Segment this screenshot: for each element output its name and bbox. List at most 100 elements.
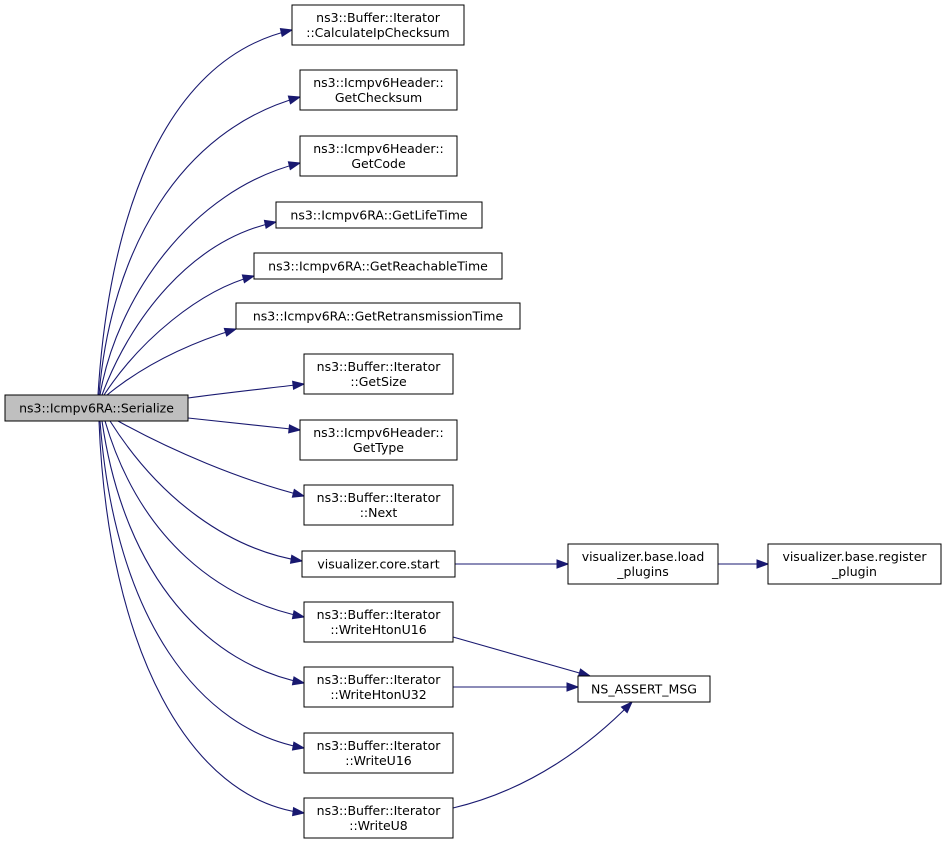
- node-label-line: ::GetSize: [350, 374, 407, 389]
- node-box: [235, 302, 521, 330]
- node-get-code[interactable]: ns3::Icmpv6Header::GetCode: [299, 135, 458, 177]
- node-get-life-time[interactable]: ns3::Icmpv6RA::GetLifeTime: [275, 201, 483, 229]
- arrow-head: [223, 327, 238, 337]
- node-write-u16[interactable]: ns3::Buffer::Iterator::WriteU16: [303, 732, 454, 774]
- edge-line: [109, 420, 303, 562]
- arrow-head: [292, 380, 306, 391]
- node-get-size[interactable]: ns3::Buffer::Iterator::GetSize: [303, 353, 454, 395]
- edge-serialize-to-get_checksum: [98, 95, 302, 396]
- node-label-line: ns3::Buffer::Iterator: [317, 672, 442, 687]
- node-get-type[interactable]: ns3::Icmpv6Header::GetType: [299, 419, 458, 461]
- arrow-head: [756, 559, 770, 569]
- node-box: [303, 732, 454, 774]
- node-label-line: GetType: [353, 440, 404, 455]
- node-label-line: visualizer.base.register: [782, 549, 927, 564]
- node-calc-ip-checksum[interactable]: ns3::Buffer::Iterator::CalculateIpChecks…: [291, 4, 465, 46]
- node-box: [577, 675, 711, 703]
- node-label-line: ns3::Buffer::Iterator: [317, 607, 442, 622]
- edge-serialize-to-get_life_time: [101, 219, 278, 396]
- edge-line: [117, 420, 305, 497]
- node-get-retransmission-time[interactable]: ns3::Icmpv6RA::GetRetransmissionTime: [235, 302, 521, 330]
- node-next[interactable]: ns3::Buffer::Iterator::Next: [303, 484, 454, 526]
- node-write-hton-u16[interactable]: ns3::Buffer::Iterator::WriteHtonU16: [303, 601, 454, 643]
- edge-line: [101, 221, 277, 396]
- node-box: [4, 394, 189, 422]
- arrow-head: [279, 27, 294, 38]
- edge-line: [98, 96, 301, 396]
- arrow-head: [620, 700, 634, 714]
- node-label-line: ::Next: [360, 505, 398, 520]
- node-ns-assert-msg[interactable]: NS_ASSERT_MSG: [577, 675, 711, 703]
- node-write-u8[interactable]: ns3::Buffer::Iterator::WriteU8: [303, 797, 454, 839]
- node-get-reachable-time[interactable]: ns3::Icmpv6RA::GetReachableTime: [253, 252, 503, 280]
- edge-core_start-to-load_plugins: [455, 559, 570, 569]
- node-label-line: ::WriteHtonU16: [330, 622, 426, 637]
- edge-serialize-to-get_type: [187, 417, 302, 434]
- edge-serialize-to-write_u16: [99, 420, 306, 751]
- node-label-line: _plugins: [616, 564, 668, 579]
- edge-line: [97, 29, 293, 396]
- node-box: [253, 252, 503, 280]
- node-label-line: GetCode: [351, 156, 406, 171]
- node-label-line: visualizer.base.load: [582, 549, 705, 564]
- edge-line: [98, 420, 305, 814]
- node-label-line: ns3::Icmpv6Header::: [313, 141, 444, 156]
- nodes-layer: ns3::Icmpv6RA::Serializens3::Buffer::Ite…: [4, 4, 942, 839]
- node-box: [567, 543, 719, 585]
- edge-line: [104, 420, 305, 618]
- edge-line: [106, 328, 237, 396]
- edge-line: [187, 417, 301, 431]
- node-label-line: GetChecksum: [335, 90, 422, 105]
- edge-serialize-to-write_u8: [98, 420, 306, 817]
- edge-line: [99, 420, 305, 749]
- arrow-head: [241, 274, 256, 284]
- edge-serialize-to-core_start: [109, 420, 304, 564]
- node-label-line: ns3::Buffer::Iterator: [317, 359, 442, 374]
- node-box: [275, 201, 483, 229]
- edge-write_hton_u32-to-ns_assert_msg: [453, 682, 580, 692]
- arrow-head: [291, 676, 306, 686]
- arrow-head: [291, 610, 306, 620]
- edge-load_plugins-to-register_plugin: [718, 559, 770, 569]
- edge-write_hton_u16-to-ns_assert_msg: [452, 636, 592, 678]
- node-box: [301, 550, 456, 578]
- node-label-line: ns3::Buffer::Iterator: [317, 803, 442, 818]
- node-label-line: ns3::Icmpv6Header::: [313, 425, 444, 440]
- arrow-head: [566, 682, 580, 692]
- edge-serialize-to-get_retransmission_time: [106, 327, 238, 396]
- node-label-line: ns3::Icmpv6RA::GetReachableTime: [268, 259, 488, 274]
- node-box: [299, 419, 458, 461]
- node-label-line: ::WriteHtonU32: [330, 687, 426, 702]
- node-label-line: ns3::Icmpv6RA::Serialize: [19, 401, 174, 416]
- node-box: [303, 601, 454, 643]
- node-label-line: ::WriteU16: [345, 753, 412, 768]
- edge-line: [103, 275, 255, 396]
- edge-serialize-to-get_reachable_time: [103, 274, 256, 396]
- arrow-head: [263, 219, 278, 230]
- arrow-head: [287, 161, 302, 171]
- node-write-hton-u32[interactable]: ns3::Buffer::Iterator::WriteHtonU32: [303, 666, 454, 708]
- node-register-plugin[interactable]: visualizer.base.register_plugin: [767, 543, 942, 585]
- node-box: [767, 543, 942, 585]
- edge-line: [101, 420, 305, 684]
- edge-line: [452, 636, 591, 677]
- node-serialize[interactable]: ns3::Icmpv6RA::Serialize: [4, 394, 189, 422]
- arrow-head: [287, 95, 302, 105]
- arrow-head: [291, 741, 306, 751]
- edge-serialize-to-get_size: [187, 380, 306, 399]
- arrow-head: [292, 806, 306, 817]
- node-load-plugins[interactable]: visualizer.base.load_plugins: [567, 543, 719, 585]
- node-label-line: ns3::Icmpv6Header::: [313, 75, 444, 90]
- edges-layer: [97, 27, 770, 817]
- node-label-line: visualizer.core.start: [317, 557, 439, 572]
- node-get-checksum[interactable]: ns3::Icmpv6Header::GetChecksum: [299, 69, 458, 111]
- arrow-head: [291, 488, 306, 498]
- edge-line: [99, 162, 301, 396]
- edge-serialize-to-write_hton_u16: [104, 420, 306, 620]
- node-label-line: NS_ASSERT_MSG: [591, 682, 697, 697]
- node-box: [303, 484, 454, 526]
- node-core-start[interactable]: visualizer.core.start: [301, 550, 456, 578]
- edge-write_u8-to-ns_assert_msg: [452, 700, 634, 809]
- node-box: [303, 353, 454, 395]
